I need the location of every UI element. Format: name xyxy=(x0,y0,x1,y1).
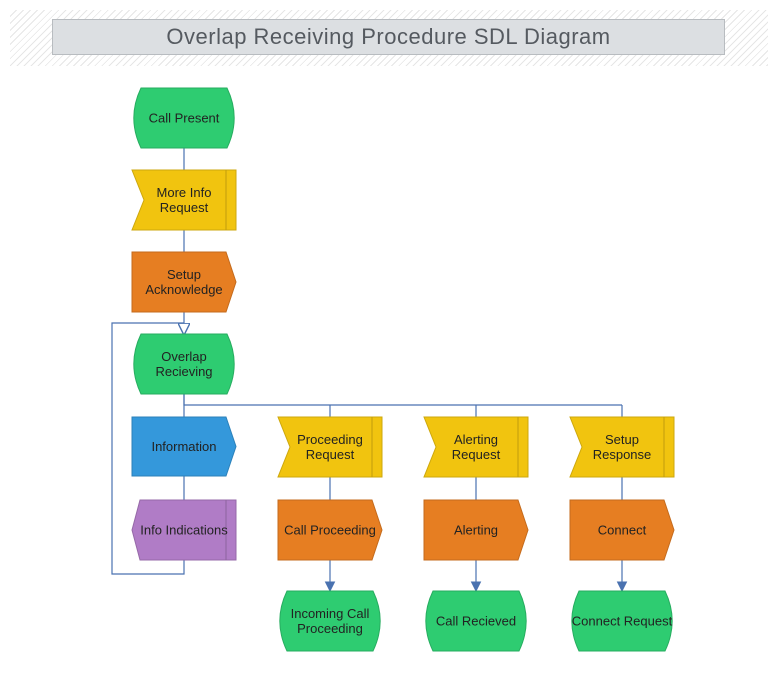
state-shape xyxy=(133,87,235,149)
node-label: Request xyxy=(452,447,501,462)
node-call-present[interactable]: Call Present xyxy=(133,87,235,149)
node-connect[interactable]: Connect xyxy=(569,499,675,561)
node-label: Connect xyxy=(598,523,647,538)
node-label: Request xyxy=(160,200,209,215)
state-shape xyxy=(571,590,673,652)
input-shape xyxy=(423,416,529,478)
node-label: Request xyxy=(306,447,355,462)
indication-shape xyxy=(131,499,237,561)
input-shape xyxy=(569,416,675,478)
connector-loop-back xyxy=(111,322,185,575)
state-shape xyxy=(279,590,381,652)
node-label: Info Indications xyxy=(140,523,228,538)
node-call-recieved[interactable]: Call Recieved xyxy=(425,590,527,652)
node-label: Call Present xyxy=(149,111,220,126)
node-label: Proceeding xyxy=(297,621,363,636)
node-label: Setup xyxy=(167,267,201,282)
output-shape xyxy=(423,499,529,561)
node-label: Overlap xyxy=(161,349,207,364)
output-shape xyxy=(277,499,383,561)
connector-branch-bus xyxy=(183,394,622,406)
node-label: Proceeding xyxy=(297,432,363,447)
node-label: Connect Request xyxy=(572,614,673,629)
node-info-indications[interactable]: Info Indications xyxy=(131,499,237,561)
node-connect-request[interactable]: Connect Request xyxy=(571,590,673,652)
node-call-proceeding[interactable]: Call Proceeding xyxy=(277,499,383,561)
input-shape xyxy=(131,169,237,231)
node-label: Call Proceeding xyxy=(284,523,376,538)
node-label: More Info xyxy=(157,185,212,200)
node-label: Setup xyxy=(605,432,639,447)
connectors xyxy=(111,148,628,593)
node-label: Alerting xyxy=(454,432,498,447)
node-label: Recieving xyxy=(155,364,212,379)
node-label: Information xyxy=(151,439,216,454)
node-label: Acknowledge xyxy=(145,282,222,297)
node-alerting[interactable]: Alerting xyxy=(423,499,529,561)
node-information[interactable]: Information xyxy=(131,416,237,477)
output-shape xyxy=(569,499,675,561)
node-label: Incoming Call xyxy=(291,606,370,621)
diagram-title: Overlap Receiving Procedure SDL Diagram xyxy=(52,19,725,55)
input-shape xyxy=(277,416,383,478)
state-shape xyxy=(425,590,527,652)
output-shape xyxy=(131,251,237,313)
node-label: Call Recieved xyxy=(436,614,516,629)
node-label: Response xyxy=(593,447,652,462)
node-label: Alerting xyxy=(454,523,498,538)
info-shape xyxy=(131,416,237,477)
state-shape xyxy=(133,333,235,395)
